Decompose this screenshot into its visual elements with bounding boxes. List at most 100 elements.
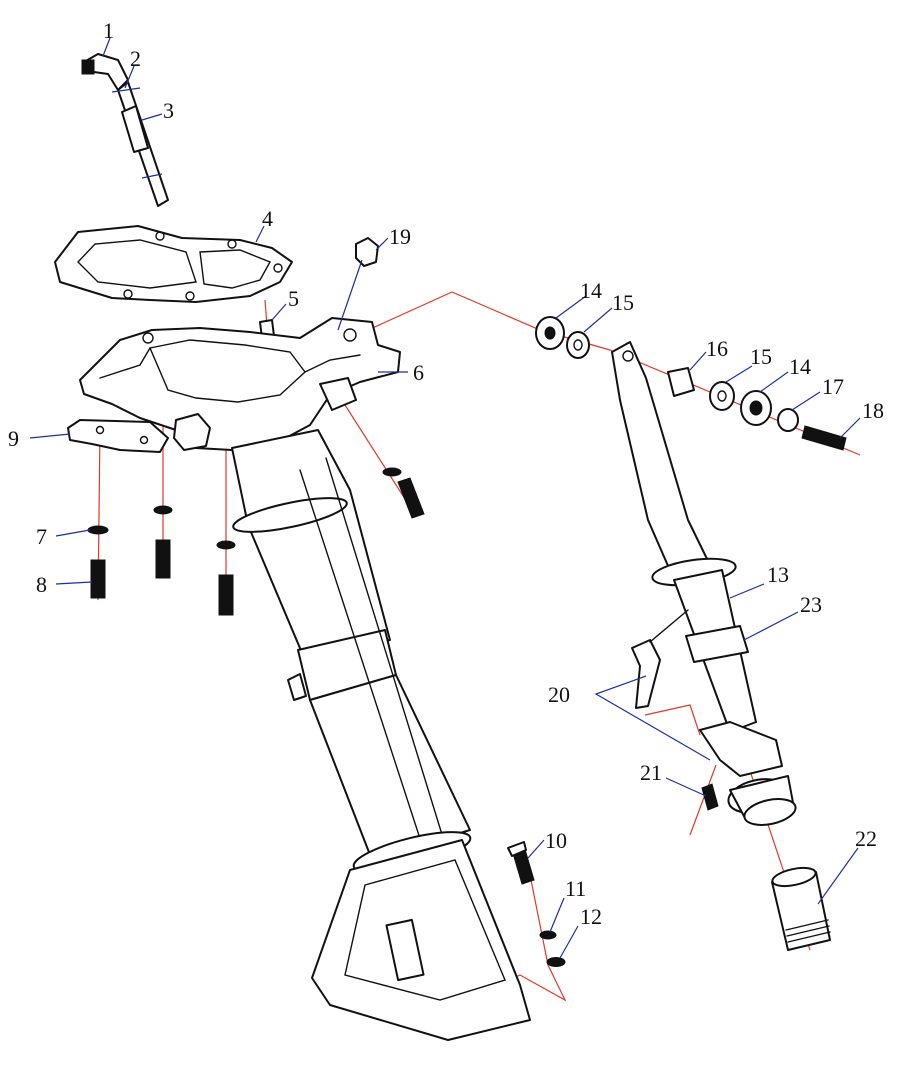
callout-15a: 15 [612,290,634,315]
nut-19 [355,237,379,267]
clamp-23 [685,625,749,663]
housing-seam [299,457,457,901]
center-line-screw-right [344,404,413,511]
callout-9: 9 [8,426,19,451]
callout-20: 20 [548,682,570,707]
washer-11 [539,930,557,940]
leader-5 [271,303,287,321]
plate-mount-boss [173,413,211,451]
gasket-outline [54,225,293,303]
leader-1 [102,37,111,57]
leader-19b [375,237,389,251]
gasket-hole [123,289,133,299]
sleeve-16 [667,367,695,397]
housing-side-tab [287,673,307,701]
plate-clip [319,377,357,411]
callout-10: 10 [545,828,567,853]
leader-18 [839,417,861,439]
hose-collar-3 [121,105,149,153]
callout-11: 11 [565,876,586,901]
leader-22 [817,847,859,905]
bracket-plate-9 [67,419,169,453]
leader-23 [743,611,799,641]
leader-19a [337,259,363,331]
washer-7 [87,525,109,535]
clamp-ring-2-lower [141,173,163,179]
drive-shaft-housing [231,429,531,1041]
sleeve-22-threads [785,919,831,943]
housing-foot-inner [344,859,506,1001]
leader-8 [55,581,93,585]
pin-21 [701,783,719,811]
washer-15-right-bore [717,390,727,402]
gasket-hole [185,291,195,301]
bolt-18 [801,425,847,451]
bushing-14-left-bore [544,326,556,340]
washer-mid [216,540,236,550]
bracket-hole [95,425,105,435]
tiller-pivot-hole [622,350,634,362]
leader-lines [29,37,861,959]
gasket-inner-loop-left [77,239,197,289]
nut-body [355,237,379,267]
callout-labels: 1 2 3 4 5 6 7 8 9 10 11 12 13 14 14 15 1… [8,18,884,929]
washer-right [382,467,402,477]
plate-hole [142,332,154,344]
center-line-pin-21 [689,764,717,836]
leader-14b [759,371,789,393]
screw-right [397,477,425,519]
leader-15b [725,365,753,383]
leader-16 [689,351,707,371]
hose-elbow-1 [83,53,129,91]
bracket-plate-body [67,419,169,453]
callout-14b: 14 [789,354,811,379]
leader-15a [583,307,613,333]
callout-22: 22 [855,826,877,851]
clamp-ring-2-upper [111,87,141,93]
center-line-tube-20 [644,704,701,736]
callout-6: 6 [413,360,424,385]
washer-15-left-bore [573,339,583,351]
callout-18: 18 [862,398,884,423]
callout-16: 16 [706,336,728,361]
tiller-outlet-mouth [743,798,797,826]
callout-21: 21 [640,760,662,785]
tiller-bottom-bracket [699,721,783,777]
washer-15-left [566,331,590,359]
callout-2: 2 [130,46,141,71]
housing-collar-upper [232,497,348,533]
leader-3 [141,113,163,121]
swivel-stack [535,316,847,451]
washer-15-right [709,381,735,411]
leader-14a [555,295,587,319]
nut-12 [546,957,566,967]
callout-17: 17 [822,374,844,399]
tube-20 [631,639,661,709]
leader-2 [124,65,135,89]
hose-assembly [81,53,169,207]
sleeve-22-top [771,866,817,888]
washer-left-mid [153,505,173,515]
plate-hole [343,328,357,342]
callout-14a: 14 [580,278,602,303]
callout-15b: 15 [750,344,772,369]
housing-upper-tube [231,429,391,661]
leader-7 [55,529,91,537]
screw-left-mid [155,539,171,579]
callout-23: 23 [800,592,822,617]
callout-5: 5 [288,286,299,311]
tube-20-lead [649,609,689,643]
leader-4 [255,225,265,243]
leader-12 [559,925,579,959]
callout-8: 8 [36,572,47,597]
callout-19: 19 [389,224,411,249]
bracket-hole [139,435,149,445]
housing-mid-tube [309,674,471,861]
lower-fittings [631,609,831,951]
callout-13: 13 [767,562,789,587]
callout-1: 1 [103,18,114,43]
gasket-inner-loop-right [199,249,271,289]
housing-foot [311,839,531,1041]
leader-11 [549,897,565,933]
